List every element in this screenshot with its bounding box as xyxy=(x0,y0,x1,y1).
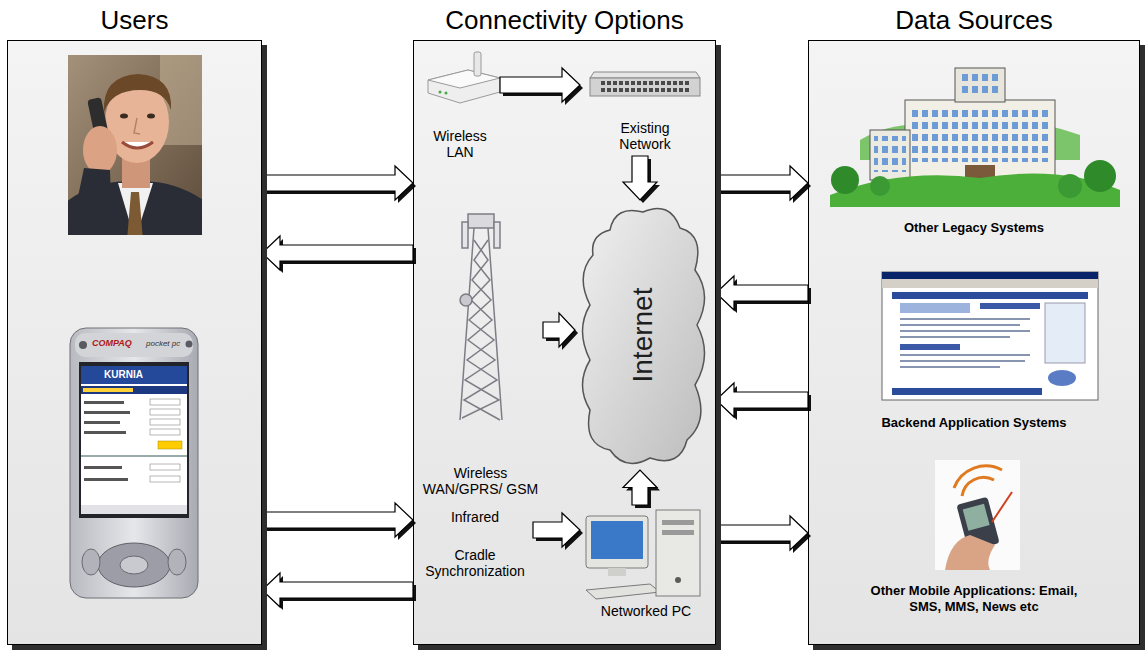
mobile-device-photo xyxy=(935,460,1020,570)
image-space xyxy=(818,45,1130,220)
node-caption: Networked PC xyxy=(580,603,712,619)
panel-heading: Data Sources xyxy=(808,0,1140,40)
man-photo xyxy=(68,55,202,235)
users-panel: Users xyxy=(7,0,262,645)
block-arrow xyxy=(623,470,660,508)
image-space xyxy=(580,505,712,603)
panel-frame xyxy=(7,40,262,645)
block-arrow xyxy=(262,573,416,610)
block-arrow xyxy=(262,166,416,203)
arrow-body xyxy=(716,383,808,417)
connection-label: Cradle Synchronization xyxy=(417,547,533,579)
block-arrow xyxy=(543,313,578,350)
block-arrow xyxy=(716,383,811,420)
arrow-body xyxy=(533,513,580,547)
block-arrow xyxy=(500,68,583,105)
legacy-building xyxy=(830,68,1120,207)
connectivity-panel: Connectivity OptionsWireless LAN Existing… xyxy=(413,0,716,645)
panel-ground xyxy=(7,40,262,645)
image-space xyxy=(418,210,543,465)
panel-ground xyxy=(808,40,1140,645)
website-screenshot xyxy=(882,272,1098,400)
arrow-body xyxy=(716,166,808,200)
cloud-label: Internet xyxy=(627,288,659,383)
data-sources-panel: Data SourcesOther Legacy SystemsBackend … xyxy=(808,0,1140,645)
image-space xyxy=(818,455,1130,583)
image-space xyxy=(580,62,710,120)
panel-ground xyxy=(413,40,716,645)
cloud-outline xyxy=(583,208,705,463)
backend-systems-node: Backend Application Systems xyxy=(818,265,1130,437)
node-caption: Existing Network xyxy=(605,120,685,152)
node-caption: Wireless LAN xyxy=(425,128,495,160)
network-switch xyxy=(590,72,700,96)
image-space xyxy=(818,265,1130,415)
block-arrow xyxy=(716,276,811,313)
arrow-body xyxy=(500,68,580,102)
arrow-body xyxy=(623,156,657,200)
block-arrow xyxy=(262,236,416,273)
connection-label: Infrared xyxy=(417,509,533,525)
cell-tower xyxy=(460,214,502,420)
block-arrow xyxy=(716,166,811,203)
node-caption: Other Legacy Systems xyxy=(818,220,1130,236)
node-caption: Other Mobile Applications: Email, SMS, M… xyxy=(859,583,1089,615)
block-arrow xyxy=(623,156,660,203)
arrow-body xyxy=(543,313,575,347)
panel-heading: Users xyxy=(7,0,262,40)
infrared-cradle-node: InfraredCradle Synchronization xyxy=(417,505,533,590)
panel-heading: Connectivity Options xyxy=(413,0,716,40)
legacy-systems-node: Other Legacy Systems xyxy=(818,45,1130,245)
existing-network-node: Existing Network xyxy=(580,62,710,156)
arrow-body xyxy=(262,236,413,270)
block-arrow xyxy=(533,513,583,550)
arrow-body xyxy=(623,470,657,505)
arrow-body xyxy=(716,516,808,550)
image-space xyxy=(420,50,500,128)
networked-pc-node: Networked PC xyxy=(580,505,712,630)
internet-cloud: Internet xyxy=(575,200,710,470)
block-arrow xyxy=(716,516,811,553)
arrow-body xyxy=(262,166,413,200)
arrow-body xyxy=(262,573,413,607)
arrow-body xyxy=(716,276,808,310)
wireless-wan-node: Wireless WAN/GPRS/ GSM xyxy=(418,210,543,505)
node-caption: Wireless WAN/GPRS/ GSM xyxy=(418,465,543,497)
networked-pc xyxy=(586,510,700,599)
model-label: pocket pc xyxy=(146,340,180,349)
pocket-pc xyxy=(70,328,198,598)
wireless-router xyxy=(428,52,500,103)
arrow-body xyxy=(262,503,413,537)
mobile-apps-node: Other Mobile Applications: Email, SMS, M… xyxy=(818,455,1130,625)
node-caption: Backend Application Systems xyxy=(818,415,1130,431)
block-arrow xyxy=(262,503,416,540)
brand-label: COMPAQ xyxy=(92,339,132,349)
app-logo-label: KURNIA xyxy=(104,369,143,380)
panel-frame xyxy=(808,40,1140,645)
wireless-lan-node: Wireless LAN xyxy=(420,50,500,165)
